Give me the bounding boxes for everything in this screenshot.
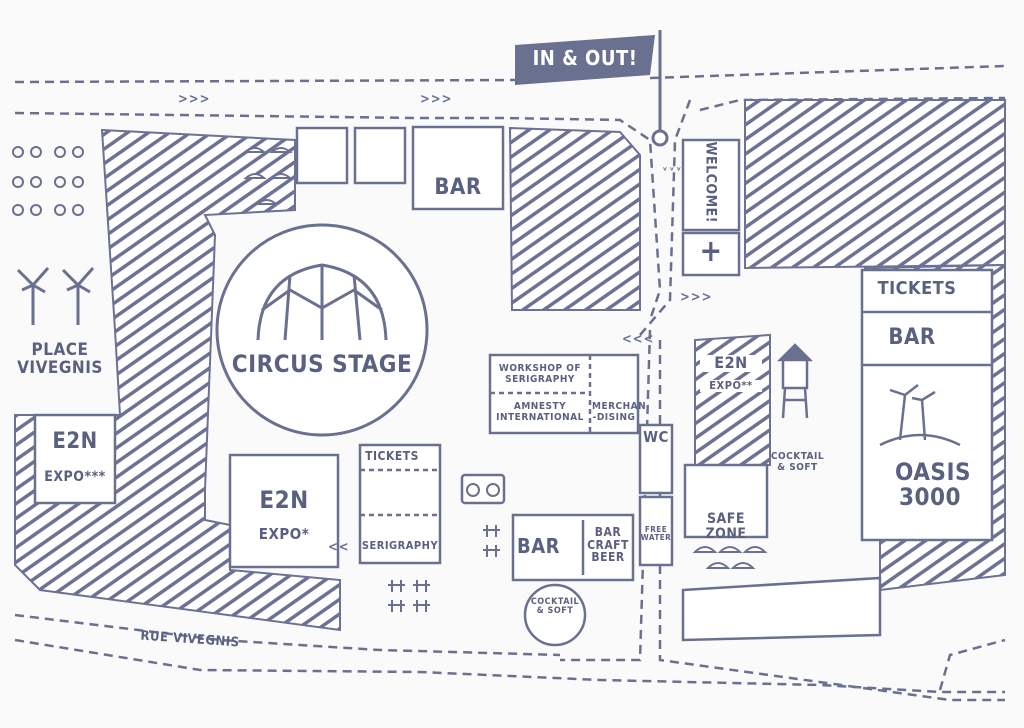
safe-zone-box xyxy=(683,463,769,539)
tickets-mid-box xyxy=(358,443,442,565)
place-vivegnis-label: PLACE VIVEGNIS xyxy=(17,340,103,378)
expo-mid-box xyxy=(228,453,340,569)
expo-mid-label: EXPO* xyxy=(258,525,310,543)
oasis-label: OASIS 3000 xyxy=(895,458,972,512)
circus-stage-label: CIRCUS STAGE xyxy=(231,350,413,378)
expo-left-e2n: E2N xyxy=(52,429,98,454)
chevrons-right: >>> xyxy=(680,290,713,305)
free-water-label: FREE WATER xyxy=(640,525,672,543)
boombox-icon xyxy=(460,473,506,505)
entrance-flag xyxy=(515,30,669,147)
wc-label: WC xyxy=(643,428,669,446)
welcome-box xyxy=(681,138,741,232)
chevrons-top-mid: >>> xyxy=(420,92,453,107)
umbrella-icons xyxy=(243,147,768,569)
picnic-table-icons xyxy=(388,525,500,612)
chevrons-down: ˅˅˅ xyxy=(662,167,683,182)
bar-bottom-label: BAR xyxy=(517,534,560,558)
bar-craft-beer-label: BAR CRAFT BEER xyxy=(587,525,629,565)
cocktail-circle-label: COCKTAIL & SOFT xyxy=(530,597,580,617)
wc-box xyxy=(638,423,674,495)
tickets-mid-label: TICKETS xyxy=(365,449,419,463)
bicycle-icons xyxy=(12,146,84,216)
entrance-flag-label: IN & OUT! xyxy=(532,46,638,70)
expo-right-label: EXPO** xyxy=(700,380,762,392)
amnesty-label: AMNESTY INTERNATIONAL xyxy=(496,401,584,423)
cocktail-tower-label: COCKTAIL & SOFT xyxy=(770,451,825,473)
bar-bottom-box xyxy=(511,513,635,582)
first-aid-box xyxy=(681,231,741,277)
tickets-right-label: TICKETS xyxy=(877,278,957,299)
safe-zone-label: SAFE ZONE xyxy=(705,511,747,542)
expo-right-e2n: E2N xyxy=(700,354,762,372)
hatch-center xyxy=(508,126,641,311)
expo-mid-e2n: E2N xyxy=(259,486,309,514)
merch-label: MERCHAN -DISING xyxy=(592,401,647,423)
bar-top-box xyxy=(411,125,505,211)
welcome-label: WELCOME! xyxy=(702,141,719,224)
cocktail-circle xyxy=(523,583,587,647)
palm-icons xyxy=(16,267,95,325)
island-icon xyxy=(879,384,961,447)
water-box xyxy=(638,495,674,567)
chevrons-left-mid: <<< xyxy=(622,332,655,347)
hotdog-box xyxy=(353,126,407,185)
first-aid-icon: + xyxy=(699,234,723,269)
food-court-box xyxy=(681,576,882,642)
chevrons-left-expo: << xyxy=(328,540,350,555)
tent-icon xyxy=(256,263,388,341)
chevrons-top-left: >>> xyxy=(178,92,211,107)
bar-top-label: BAR xyxy=(434,175,482,200)
bar-right-label: BAR xyxy=(888,325,936,350)
lifeguard-tower-icon xyxy=(776,343,814,419)
expo-left-label: EXPO*** xyxy=(44,469,106,485)
expo-left-box xyxy=(33,413,117,505)
hatch-top-right xyxy=(744,99,1006,270)
fries-burger-box xyxy=(295,126,349,185)
serigraphy-label: SERIGRAPHY xyxy=(361,539,439,552)
oasis-panel xyxy=(860,268,994,542)
workshop-label: WORKSHOP OF SERIGRAPHY xyxy=(498,363,582,385)
